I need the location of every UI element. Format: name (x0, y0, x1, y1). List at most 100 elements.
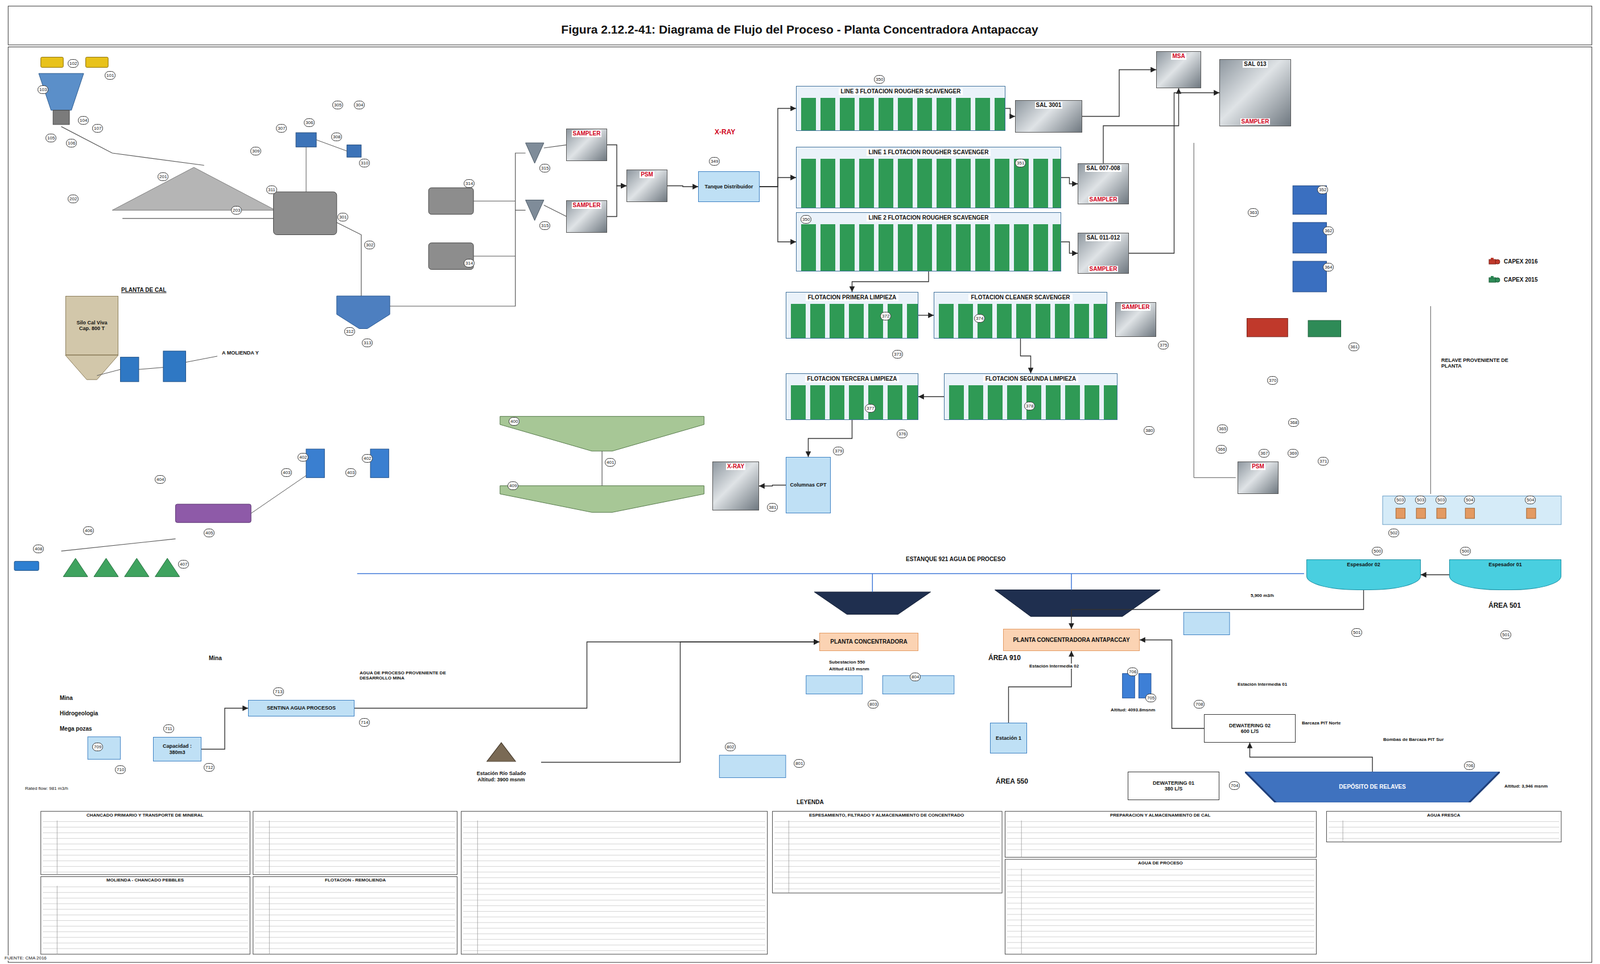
callout-number: 313 (361, 338, 373, 348)
flotation-bank: LINE 1 FLOTACION ROUGHER SCAVENGER (796, 146, 1062, 209)
node-text: 310 (360, 159, 369, 167)
legend-item: CAPEX 2015 (1487, 275, 1538, 284)
node-text: 802 (726, 743, 734, 751)
info-box: DEWATERING 01380 L/S (1127, 771, 1220, 800)
node-text: 202 (69, 195, 77, 203)
table-row-rule (1007, 936, 1315, 938)
capex-2016-equipment (1246, 318, 1288, 337)
table-row-rule (463, 938, 766, 940)
callout-number: 503 (1394, 495, 1406, 505)
flow-connector (1103, 88, 1179, 164)
table-row-rule (774, 888, 1000, 890)
node-text: 302 (365, 241, 374, 249)
flow-connector (1139, 640, 1204, 729)
table-row-rule (254, 838, 456, 839)
lime-line (185, 356, 218, 363)
flow-connector (759, 108, 797, 188)
callout-number: 704 (1229, 781, 1240, 790)
table-row-rule (42, 838, 249, 839)
equipment-photo: SAMPLER (566, 128, 608, 162)
node-text: 362 (1324, 227, 1333, 235)
node-text: 304 (355, 101, 364, 109)
node-text: 501 (1502, 631, 1510, 639)
table-row-rule (463, 950, 766, 951)
thickener: Espesador 02 (1306, 559, 1421, 591)
table-row-rule (463, 928, 766, 929)
table-row-rule (463, 821, 766, 822)
callout-number: 309 (250, 146, 262, 156)
table-row-rule (1007, 902, 1315, 904)
legend-table (772, 811, 1003, 893)
node-text: 504 (1465, 496, 1474, 504)
deposit-shape (1244, 771, 1500, 803)
pump-motor (1490, 275, 1494, 278)
table-row-rule (42, 937, 249, 938)
table-row-rule (42, 897, 249, 899)
node-text: 363 (1249, 208, 1257, 217)
node-text: 379 (834, 447, 843, 455)
legend-text: CAPEX 2016 (1503, 258, 1538, 265)
lime-tank (120, 357, 139, 382)
annotation-label: FUENTE: CMA 2016 (3, 955, 48, 961)
table-row-rule (42, 826, 249, 828)
table-heading: PREPARACION Y ALMACENAMIENTO DE CAL (1109, 812, 1211, 818)
flotation-bank: FLOTACION PRIMERA LIMPIEZA (785, 291, 919, 339)
node-text: 373 (893, 350, 902, 358)
table-row-rule (42, 931, 249, 933)
node-text: MSA (1170, 52, 1186, 60)
table-row-rule (463, 922, 766, 923)
callout-number: 375 (1157, 340, 1169, 350)
flow-connector (852, 271, 930, 292)
table-row-rule (42, 849, 249, 851)
node-text: 308 (332, 133, 341, 141)
callout-number: 379 (833, 446, 844, 456)
node-text: 401 (606, 458, 614, 467)
node-text: 404 (156, 475, 164, 484)
node-text: 377 (866, 404, 874, 412)
node-text: Columnas CPT (789, 481, 827, 488)
legend-table (253, 811, 458, 875)
annotation-label: Altitud 4115 msnm (828, 666, 870, 672)
table-row-rule (463, 893, 766, 895)
node-text: Cap. 800 T (79, 325, 105, 332)
callout-number: 311 (266, 185, 278, 195)
table-row-rule (254, 942, 456, 944)
callout-number: 101 (104, 71, 116, 80)
table-row-rule (463, 877, 766, 878)
node-text: PLANTA CONCENTRADORA (830, 638, 908, 646)
node-text: LINE 2 FLOTACION ROUGHER SCAVENGER (866, 214, 992, 222)
table-row-rule (463, 826, 766, 828)
table-column-rule (56, 820, 58, 875)
table-row-rule (254, 931, 456, 933)
node-text: 365 (1218, 425, 1227, 433)
callout-number: 402 (361, 454, 373, 463)
callout-number: 705 (1145, 693, 1157, 703)
callout-number: 706 (1464, 761, 1475, 770)
node-text: 409 (509, 481, 517, 490)
callout-number: 503 (1435, 495, 1447, 505)
flow-connector (1005, 108, 1016, 117)
node-text: 400 (510, 417, 518, 426)
tailings-line (1193, 142, 1236, 478)
node-text: 714 (360, 718, 369, 727)
node-text: 804 (911, 673, 919, 681)
callout-number: 314 (463, 258, 475, 268)
flotation-bank: LINE 3 FLOTACION ROUGHER SCAVENGER (796, 85, 1006, 131)
table-row-rule (1007, 913, 1315, 915)
capex-2015-equipment (1308, 320, 1341, 337)
cyclone-feed-line (515, 209, 526, 211)
annotation-label: Mina (208, 654, 223, 662)
callout-number: 315 (539, 163, 551, 173)
table-row-rule (1328, 832, 1560, 834)
node-text: SAL 013 (1242, 60, 1268, 68)
annotation-label: Barcaza PIT Norte (1301, 720, 1342, 726)
node-text: 713 (274, 687, 283, 696)
process-water-line (357, 572, 1305, 575)
node-text: 369 (1289, 449, 1297, 457)
callout-number: 367 (1258, 448, 1270, 458)
title-frame (7, 6, 1592, 45)
table-row-rule (463, 849, 766, 851)
annotation-label: Subestacion 550 (828, 659, 866, 665)
node-text: 307 (277, 124, 286, 133)
